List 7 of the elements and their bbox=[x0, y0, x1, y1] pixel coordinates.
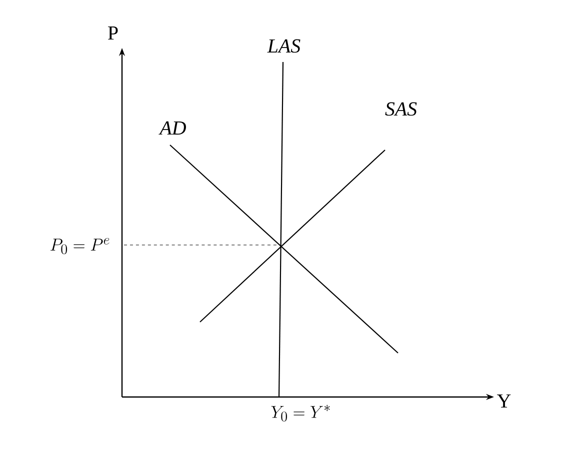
axis-label: P bbox=[108, 26, 118, 40]
axis-value: $Y_0 = Y^*$ bbox=[271, 404, 330, 422]
axis-value: $P_0 = P^e$ bbox=[50, 238, 110, 254]
curve-label: AD bbox=[158, 121, 186, 135]
curve-label: SAS bbox=[385, 102, 417, 116]
axis-label: Y bbox=[497, 394, 511, 408]
curve-label: LAS bbox=[267, 39, 300, 53]
